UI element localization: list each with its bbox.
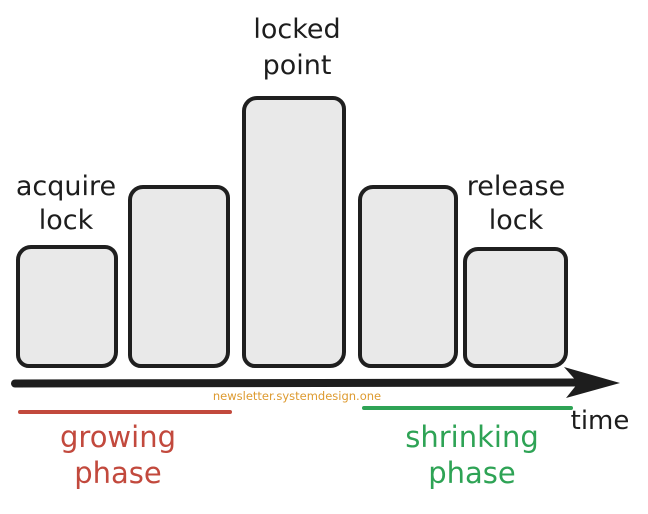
growing-phase-label: growing phase [60,420,176,490]
lock-bar-5 [463,247,568,368]
release-lock-label: release lock [466,171,566,236]
arrow-shaft [11,378,582,388]
lock-bar-1 [16,245,118,368]
watermark-text: newsletter.systemdesign.one [212,389,382,403]
time-axis-arrow [11,367,620,398]
time-axis-label: time [570,406,630,436]
arrow-head-icon [564,367,620,398]
growing-phase-underline [18,410,232,414]
lock-bar-2 [128,185,230,368]
lock-bar-3 [242,96,346,368]
shrinking-phase-underline [362,406,573,410]
lock-bar-4 [358,185,458,368]
shrinking-phase-label: shrinking phase [405,420,539,490]
acquire-lock-label: acquire lock [15,171,117,236]
locked-point-label: locked point [253,14,341,81]
